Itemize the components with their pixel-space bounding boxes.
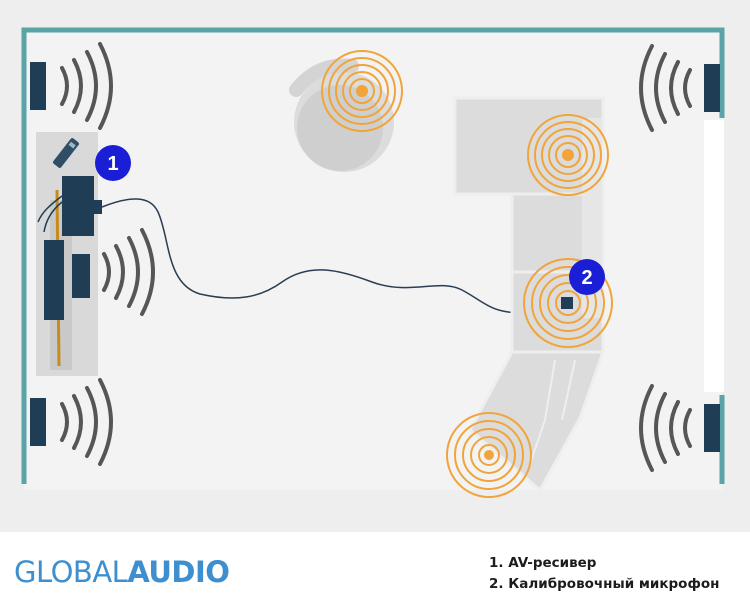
remote-control-icon [53, 138, 79, 168]
marker-2: 2 [569, 259, 605, 295]
logo-part-audio: AUDIO [127, 555, 230, 589]
speaker-rear-right [639, 384, 720, 472]
listening-position-armchair [321, 50, 403, 132]
speaker-center [102, 228, 155, 316]
legend: 1. AV-ресивер 2. Калибровочный микрофон [489, 553, 719, 595]
logo-part-global: GLOBAL [14, 555, 128, 589]
armchair [289, 58, 394, 172]
legend-item-calibration-microphone: 2. Калибровочный микрофон [489, 576, 720, 592]
global-audio-logo: GLOBALAUDIO [14, 555, 230, 589]
speaker-rear-left [30, 378, 113, 466]
svg-text:2: 2 [581, 267, 592, 289]
listening-position-sofa-top [527, 114, 609, 196]
speaker-front-left [30, 42, 113, 130]
svg-text:1: 1 [107, 153, 118, 175]
microphone-cable [101, 198, 566, 314]
listening-position-sofa-middle [523, 258, 613, 348]
speaker-front-right [639, 44, 720, 132]
marker-1: 1 [95, 145, 131, 181]
tv-stand [36, 132, 98, 376]
legend-item-av-receiver: 1. AV-ресивер [489, 555, 597, 571]
footer [0, 532, 750, 608]
av-receiver [37, 176, 102, 236]
calibration-microphone [561, 297, 573, 309]
listening-position-sofa-corner [446, 412, 532, 498]
doorway [704, 120, 724, 392]
room-diagram: 1 2 [0, 0, 750, 532]
room-walls [21, 27, 725, 484]
